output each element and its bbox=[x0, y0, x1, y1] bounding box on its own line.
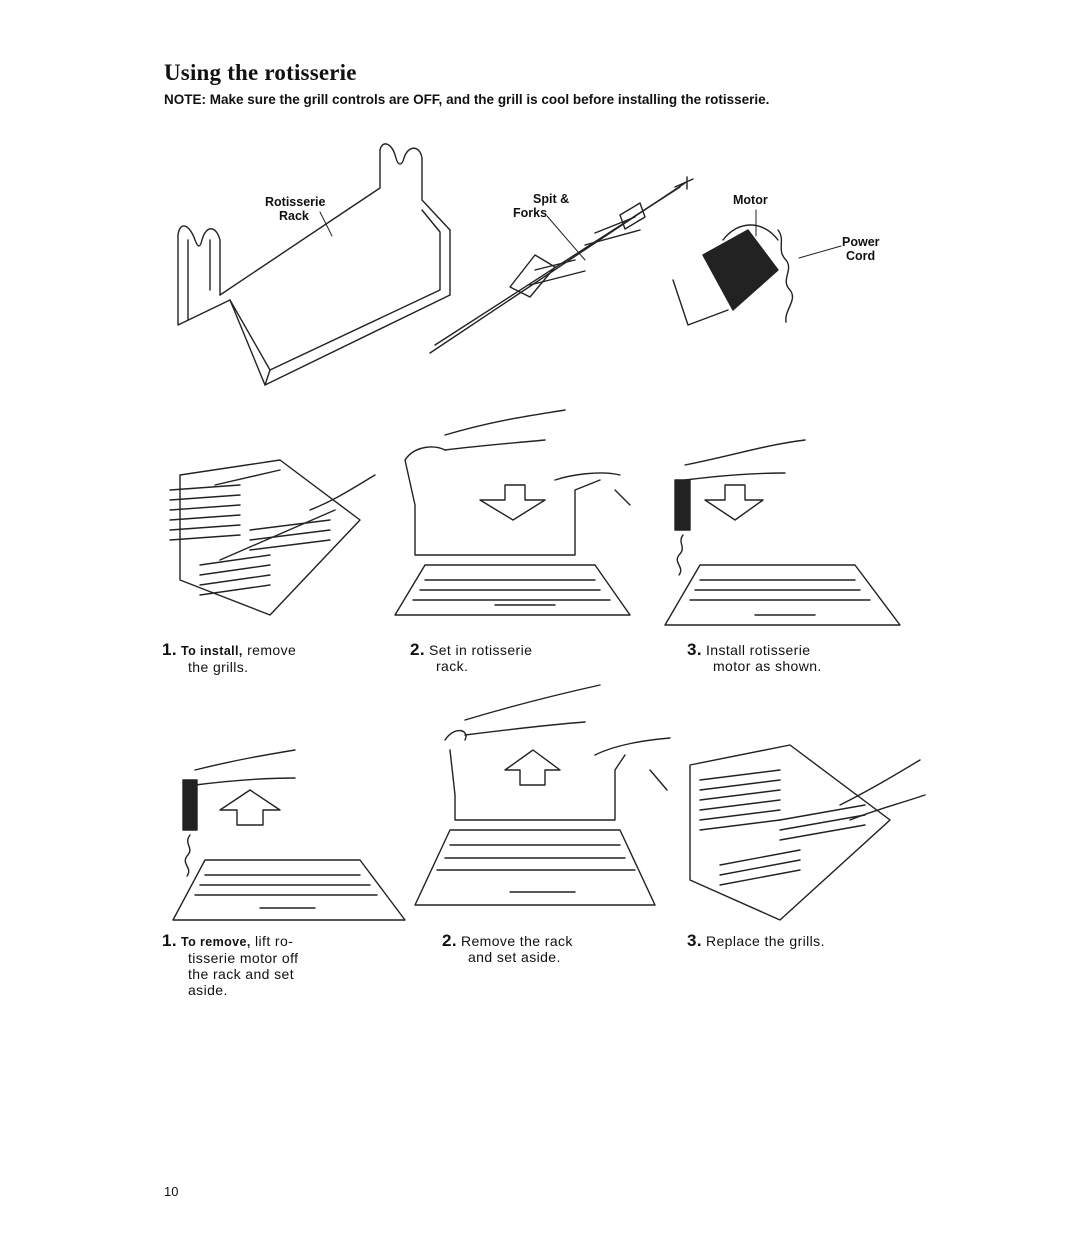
install-step-3: 3.Install rotisserie motor as shown. bbox=[687, 640, 822, 674]
motor-illustration bbox=[672, 224, 794, 326]
remove-step2-remove-rack-illustration bbox=[414, 684, 671, 906]
rotisserie-rack-illustration bbox=[177, 143, 451, 386]
spit-leader-line bbox=[546, 215, 586, 261]
remove-step1-lift-motor-illustration bbox=[172, 749, 406, 921]
power-cord-label: Power Cord bbox=[842, 235, 880, 263]
motor-leader-line bbox=[755, 209, 757, 237]
install-step1-remove-grills-illustration bbox=[169, 459, 376, 616]
spit-and-forks-illustration bbox=[429, 176, 694, 354]
motor-label: Motor bbox=[733, 193, 768, 207]
page-title: Using the rotisserie bbox=[164, 60, 357, 85]
install-step3-install-motor-illustration bbox=[664, 439, 901, 626]
spit-label: Spit & Forks bbox=[513, 192, 570, 220]
remove-step-3: 3.Replace the grills. bbox=[687, 931, 825, 950]
remove-step-1: 1.To remove, lift ro- tisserie motor off… bbox=[162, 931, 299, 998]
rack-leader-line bbox=[319, 211, 333, 237]
remove-step-2: 2.Remove the rack and set aside. bbox=[442, 931, 573, 965]
safety-note: NOTE: Make sure the grill controls are O… bbox=[164, 92, 770, 107]
rack-label: Rotisserie Rack bbox=[265, 195, 326, 223]
page-number: 10 bbox=[164, 1184, 179, 1199]
remove-step3-replace-grills-illustration bbox=[689, 744, 926, 921]
install-step2-set-rack-illustration bbox=[394, 409, 631, 616]
install-step-1: 1.To install, remove the grills. bbox=[162, 640, 297, 675]
cord-leader-line bbox=[798, 245, 842, 259]
install-step-2: 2.Set in rotisserie rack. bbox=[410, 640, 533, 674]
